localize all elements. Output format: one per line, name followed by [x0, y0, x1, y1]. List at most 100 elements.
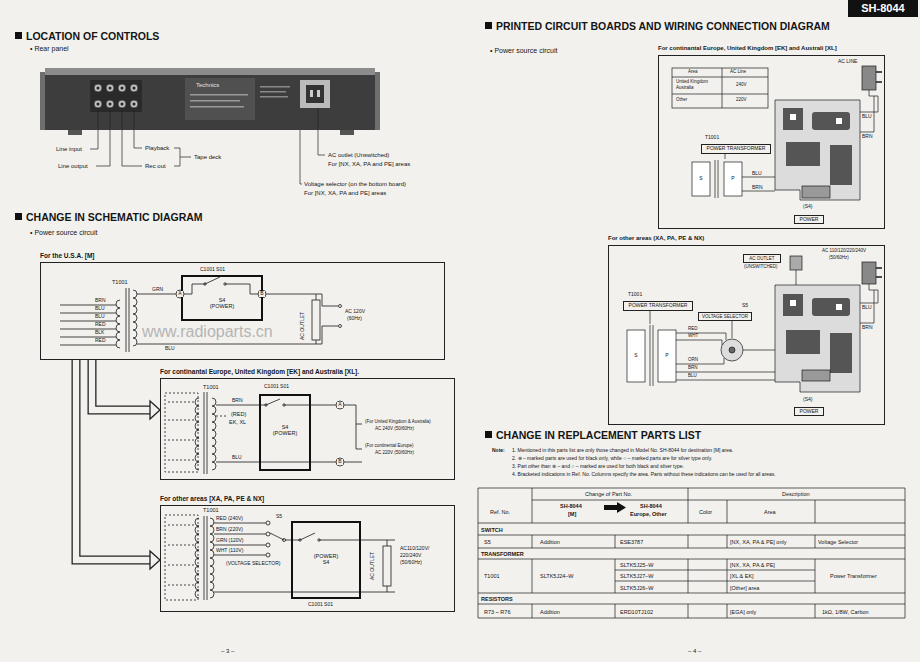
schematic-usa: [133, 290, 137, 346]
label-text: Tape deck: [194, 154, 221, 161]
label-text: 1. Mentioned in this parts list are only…: [512, 448, 733, 454]
node-text: POWER TRANSFORMER: [629, 303, 688, 309]
label-text: RED (240V): [216, 516, 243, 522]
label-text: (For United Kingdom & Australia): [365, 420, 431, 425]
label-text: (RED): [231, 411, 246, 417]
schematic-usa: [204, 283, 206, 285]
wiring-other-areas: [862, 262, 876, 284]
label-text: Area: [764, 509, 776, 515]
label-text: Voltage selector (on the bottom board): [304, 181, 406, 188]
wiring-europe: [742, 177, 775, 191]
label-text: BRN: [862, 325, 873, 331]
label-text: RED: [95, 338, 106, 344]
node-text: (POWER): [314, 553, 338, 559]
label-text: 1kΩ, 1/8W, Carbon: [822, 609, 869, 615]
label-text: AC 120V: [345, 309, 365, 315]
hollow-arrow-outline: [76, 360, 150, 560]
label-text: AC 240V (50/60Hz): [375, 427, 414, 432]
watermark: www.radioparts.cn: [142, 323, 273, 341]
wiring-other-areas: [729, 347, 735, 353]
label-text: BLU: [752, 171, 762, 177]
label-text: SLTK5J26–W: [620, 585, 654, 591]
part-box: POWER: [794, 407, 824, 416]
rear-panel-photo: [97, 87, 136, 106]
label-text: T1001: [203, 507, 219, 513]
wiring-europe: [812, 112, 850, 130]
rear-panel-photo: [106, 84, 114, 92]
wiring-other-areas: [786, 330, 820, 354]
label-text: Line output: [58, 163, 88, 170]
rear-panel-photo: [340, 130, 354, 135]
label-text: BRN (220V): [216, 527, 243, 533]
wiring-europe: [862, 66, 876, 90]
heading-text: SH-8044: [640, 503, 662, 509]
schematic-other-areas: [165, 515, 198, 600]
schematic-other-areas: [214, 592, 395, 593]
label-text: BLU: [232, 455, 242, 461]
schematic-other-areas: [165, 515, 395, 600]
wiring-other-areas: [796, 270, 797, 285]
parts-table-grid: [532, 488, 533, 618]
label-text: AC OUTLET: [370, 552, 376, 580]
rear-panel-photo: [40, 68, 380, 135]
label-text: SLTK5J24–W: [540, 573, 574, 579]
rear-panel-photo: [121, 87, 124, 90]
hollow-arrow-inner: [92, 360, 150, 410]
schematic-usa: [339, 305, 342, 308]
node-text: (POWER): [273, 430, 297, 436]
label-text: (UNSWITCHED): [744, 265, 778, 270]
wiring-europe: [692, 162, 710, 196]
schematic-other-areas: [285, 533, 395, 540]
label-text: Playback: [145, 145, 169, 152]
label-text: (S4): [803, 397, 812, 403]
parts-table-grid: [815, 500, 816, 618]
label-text: [NX, XA, PA & PE] only: [730, 539, 786, 545]
label-text: BLU: [688, 374, 697, 379]
schematic-other-areas: [383, 546, 391, 586]
heading-text: TRANSFORMER: [481, 551, 524, 557]
part-box: AC OUTLET: [743, 254, 781, 263]
label-text: 2. ⊗ – marked parts are used for black o…: [512, 456, 712, 462]
label-text: AC 110/120/220/240V: [822, 249, 866, 254]
schematic-europe: [265, 404, 267, 406]
leader-line: [122, 108, 142, 166]
rear-panel-photo: [130, 84, 138, 92]
rear-panel-photo: [121, 103, 124, 106]
label-text: Description: [782, 491, 810, 497]
schematic-usa: [339, 325, 342, 328]
label-text: 220V: [736, 98, 747, 103]
heading-text: CHANGE IN SCHEMATIC DIAGRAM: [26, 212, 203, 224]
power-switch-box: (POWER)S4: [291, 521, 361, 599]
rear-panel-photo: [94, 84, 102, 92]
label-text: BRN: [95, 298, 106, 304]
heading-text: Note:: [492, 448, 505, 454]
leader-line: [134, 108, 142, 148]
label-text: [XL & EK]: [730, 573, 754, 579]
parts-table-grid: [688, 488, 689, 618]
wiring-other-areas: [876, 268, 882, 277]
leader-line: [174, 148, 191, 166]
label-text: Australia: [676, 86, 694, 91]
label-text: ESE3787: [620, 539, 643, 545]
hollow-arrow: [92, 360, 160, 419]
parts-table-grid: [727, 500, 728, 618]
leader-line: [90, 108, 325, 184]
label-text: T1001: [484, 573, 500, 579]
label-text: GRN: [152, 287, 163, 293]
rear-panel-photo: [190, 106, 244, 108]
label-text: 220/240V: [400, 553, 421, 559]
wiring-other-areas: [790, 256, 802, 270]
schematic-other-areas: [204, 516, 207, 600]
label-text: BLU: [862, 114, 872, 120]
heading-text: RESISTORS: [481, 596, 513, 602]
wiring-other-areas: [802, 370, 830, 381]
label-text: (60Hz): [347, 316, 362, 322]
schematic-usa: [60, 305, 116, 345]
label-text: Change of Part No.: [585, 491, 632, 497]
parts-table-grid: [615, 535, 616, 618]
node-text: VOLTAGE SELECTOR: [702, 314, 748, 319]
rear-panel-photo: [190, 94, 248, 96]
frame-heading: For other areas [XA, PA, PE & NX]: [160, 495, 264, 502]
label-text: AC Line: [730, 70, 746, 75]
label-text: [EGA] only: [730, 609, 756, 615]
